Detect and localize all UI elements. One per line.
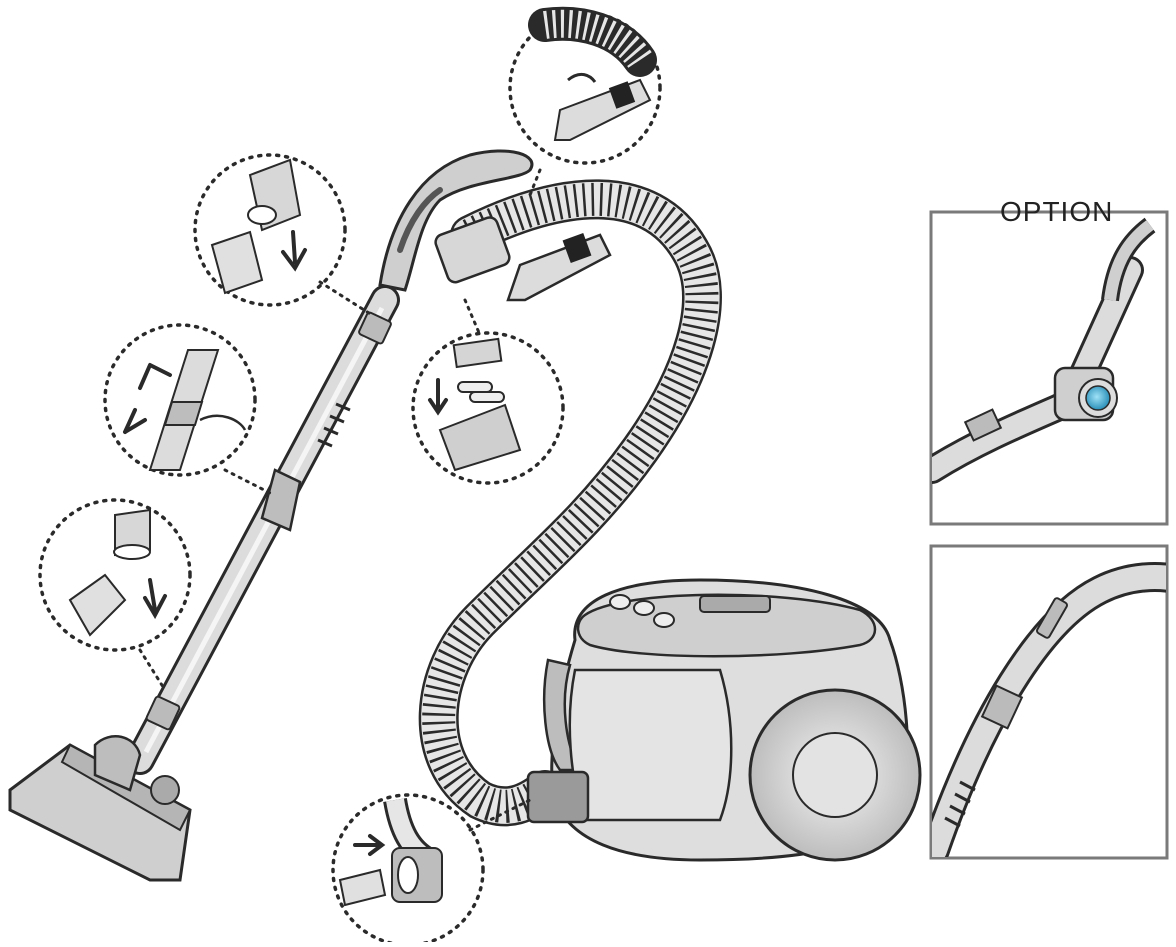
callout-crevice-tool-storage: [508, 6, 662, 197]
callout-brush-connection: [38, 498, 192, 692]
floor-brush: [8, 735, 192, 882]
option-panel-top: [929, 210, 1169, 526]
callout-battery-remote: [411, 298, 565, 485]
vacuum-canister: [526, 578, 922, 862]
callout-hose-inlet: [331, 793, 532, 947]
crevice-tool: [506, 232, 612, 302]
callout-handle-connection: [193, 153, 374, 317]
blue-indicator-light: [1085, 385, 1111, 411]
option-panel-bottom: [929, 544, 1169, 860]
telescopic-pipe: [125, 285, 400, 775]
option-heading: OPTION: [1000, 196, 1114, 227]
callout-pipe-length-adjust: [103, 323, 272, 495]
pipe-handle: [378, 149, 534, 292]
flexible-hose: [418, 179, 722, 827]
